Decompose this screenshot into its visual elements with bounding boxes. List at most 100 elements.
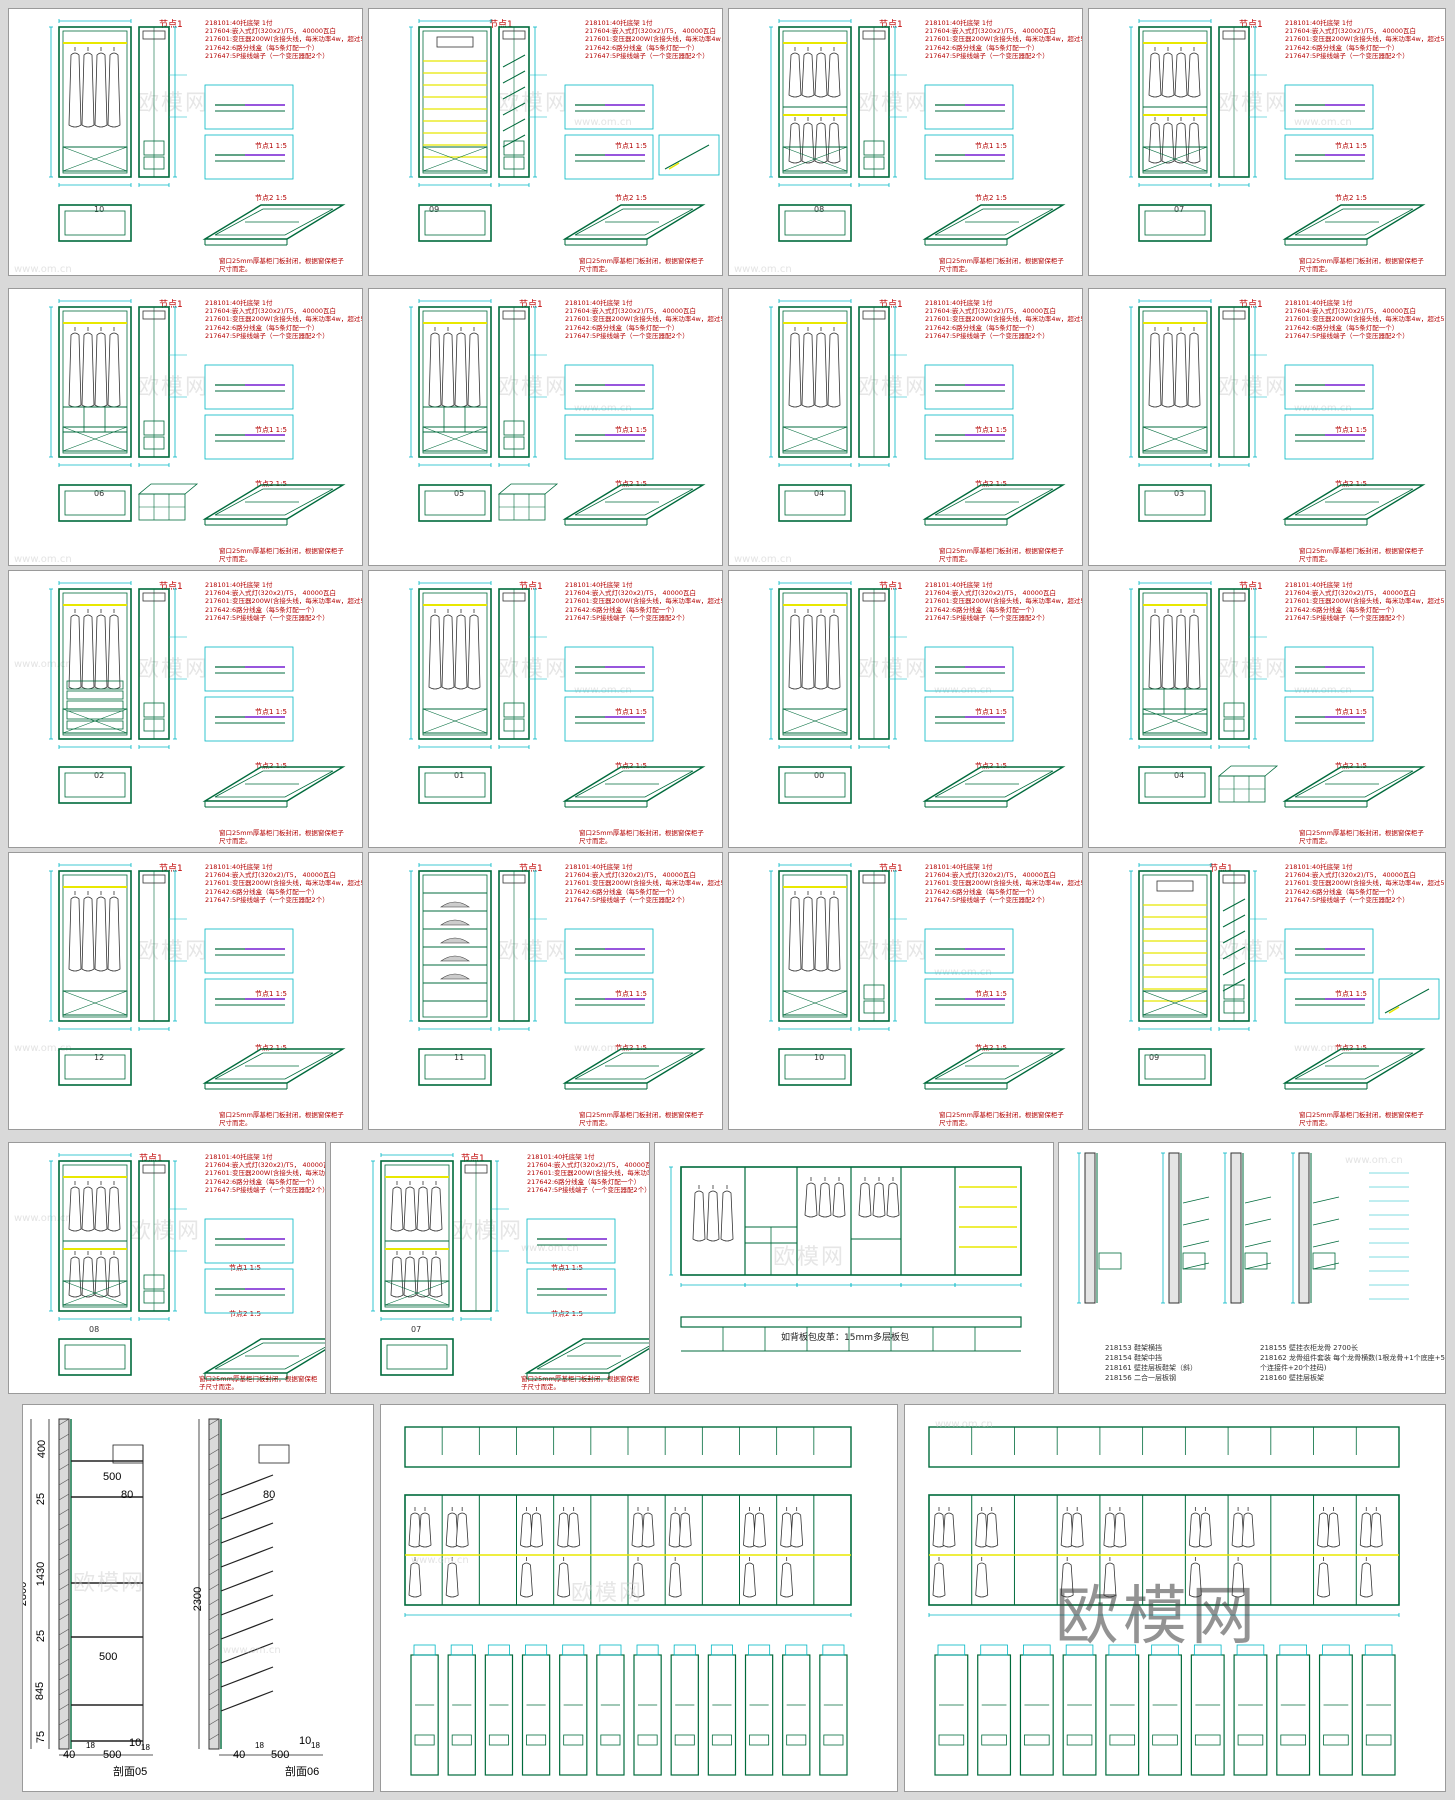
module-callout: [1065, 1644, 1094, 1656]
garment: [985, 1512, 999, 1548]
sheet-number: 07: [1174, 205, 1185, 214]
base-drawer: [62, 708, 128, 734]
shoe: [440, 901, 470, 908]
detail-callout: [112, 1444, 144, 1464]
spec-line: 217604:嵌入式灯(320x2)/T5， 40000瓦白: [527, 1161, 650, 1170]
hatch: [58, 1643, 70, 1651]
spec-line: 217604:嵌入式灯(320x2)/T5， 40000瓦白: [925, 27, 1057, 36]
legend-item: 218155 壁挂衣柜龙骨 2700长: [1260, 1344, 1358, 1352]
hatch: [58, 1628, 70, 1636]
scale-label: 节点1 1:5: [1335, 142, 1367, 150]
module-elevation: [1105, 1654, 1140, 1776]
dim-label: 10: [299, 1735, 312, 1747]
spec-line: 218101:40托底架 1付: [925, 19, 993, 27]
note-text: 窗口25mm厚基柜门板封闭，根据窗保柜子尺寸而定。: [579, 1111, 704, 1127]
watermark: 欧模网: [1217, 375, 1290, 400]
legend-item: 218153 鞋架横挡: [1105, 1344, 1162, 1352]
module-drawer: [414, 1734, 435, 1746]
wall: [1230, 1152, 1242, 1304]
drawer-cross: [384, 1280, 450, 1306]
garment: [801, 896, 815, 972]
spec-line: 218101:40托底架 1付: [585, 19, 653, 27]
note-text: 窗口25mm厚基柜门板封闭，根据窗保柜子尺寸而定。: [939, 547, 1064, 563]
plan-inner: [64, 210, 126, 236]
spec-line: 217642:6路分线盒（每5条灯配一个）: [205, 887, 319, 896]
cabinet-drawing: [769, 863, 1066, 1090]
scale-label: 节点2 1:5: [551, 1310, 583, 1318]
module-callout: [822, 1644, 845, 1656]
watermark-site: www.om.cn: [574, 1043, 632, 1054]
garment: [858, 1182, 872, 1218]
accessory-drawer: [143, 156, 165, 170]
garment: [408, 1562, 422, 1598]
drawer-cross: [782, 146, 848, 172]
hatch: [208, 1673, 220, 1681]
wall-mount-sections: [1077, 1152, 1409, 1304]
node-label: 节点1: [159, 20, 183, 30]
sheet-number: 09: [429, 205, 440, 214]
node-detail-box: [1284, 414, 1374, 460]
frame-axon: [922, 766, 1066, 802]
garment: [780, 1562, 794, 1598]
garment: [68, 332, 82, 408]
hatch: [58, 1553, 70, 1561]
cabinet-drawing: [49, 299, 346, 526]
garment: [1174, 52, 1188, 98]
garment: [788, 122, 802, 164]
slanted-shoe-shelf: [220, 1474, 274, 1496]
scale-label: 节点1 1:5: [255, 426, 287, 434]
module-elevation: [1062, 1654, 1097, 1776]
hatch: [208, 1613, 220, 1621]
spec-line: 217604:嵌入式灯(320x2)/T5， 40000瓦白: [565, 589, 697, 598]
watermark-site: www.om.cn: [1294, 117, 1352, 128]
cabinet-outline: [380, 1160, 454, 1312]
sheet-number: 04: [1174, 771, 1185, 780]
frame-axon: [202, 1338, 325, 1374]
scale-label: 节点2 1:5: [1335, 1044, 1367, 1052]
side-top: [1222, 874, 1246, 884]
plan-inner: [424, 210, 486, 236]
cabinet-drawing: [409, 299, 706, 526]
base-drawer: [422, 426, 488, 452]
plan-outline: [418, 1048, 492, 1086]
hatch: [58, 1508, 70, 1516]
node-label: 节点1: [159, 300, 183, 310]
dim-label: 18: [311, 1741, 320, 1750]
garment: [107, 1186, 121, 1232]
note-text: 窗口25mm厚基柜门板封闭，根据窗保柜子尺寸而定。: [1299, 547, 1424, 563]
garment: [1113, 1512, 1127, 1548]
plan-inner: [784, 1054, 846, 1080]
shoe: [440, 937, 470, 944]
cabinet-inner: [62, 592, 128, 736]
watermark: 欧模网: [857, 375, 930, 400]
watermark: 欧模网: [137, 657, 210, 682]
drawer-cross: [422, 708, 488, 734]
spec-line: 217642:6路分线盒（每5条灯配一个）: [565, 887, 679, 896]
scale-label: 节点2 1:5: [1335, 762, 1367, 770]
cabinet-inner: [1142, 30, 1208, 174]
spec-line: 218101:40托底架 1付: [925, 863, 993, 871]
garment: [428, 614, 442, 690]
section-label: 剖面05: [113, 1766, 148, 1778]
cabinet-drawing: [49, 19, 346, 246]
garment: [788, 896, 802, 972]
watermark-site: www.om.cn: [223, 1645, 281, 1656]
garment: [107, 1256, 121, 1298]
base-drawer: [782, 426, 848, 452]
module-callout: [562, 1644, 585, 1656]
node-detail-box: [204, 414, 294, 460]
frame-axon-inner: [934, 1052, 1054, 1080]
module-elevation: [596, 1654, 625, 1776]
cabinet-inner: [1142, 310, 1208, 454]
module-callout: [1322, 1644, 1350, 1656]
hatch: [208, 1508, 220, 1516]
spec-line: 218101:40托底架 1付: [1285, 299, 1353, 307]
hatch: [58, 1583, 70, 1591]
garment: [1327, 1512, 1340, 1548]
